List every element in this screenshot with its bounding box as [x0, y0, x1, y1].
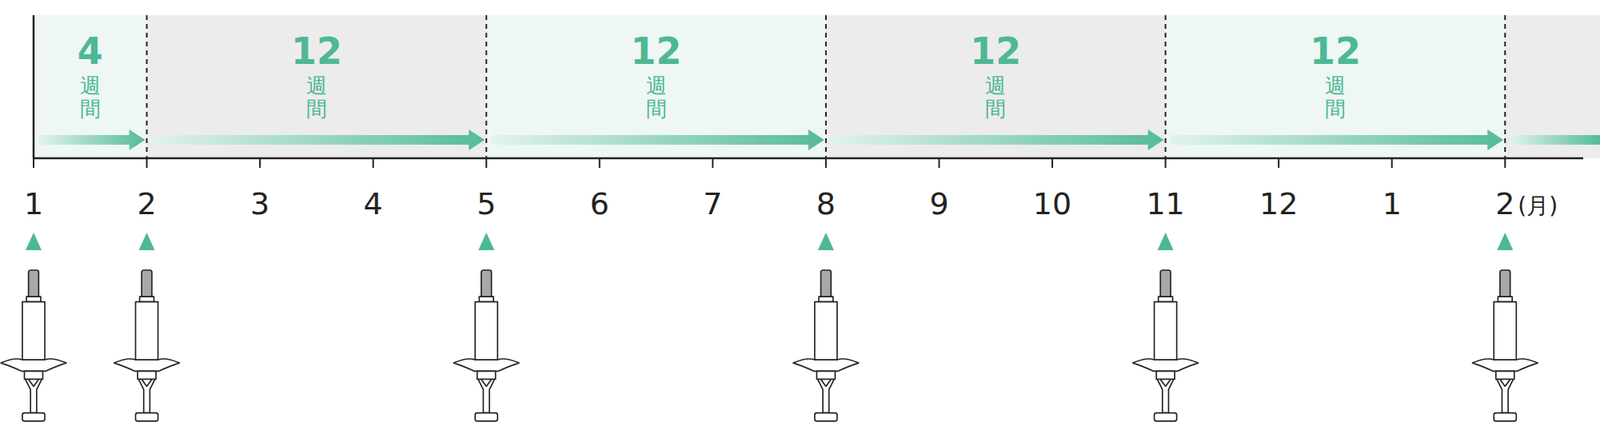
interval-arrow — [490, 129, 825, 151]
month-label: 2 — [136, 188, 156, 220]
separator-line — [146, 15, 148, 159]
axis-tick — [32, 158, 35, 168]
axis-tick — [1504, 158, 1506, 168]
interval-number: 4 — [77, 32, 104, 70]
interval-unit: 週間 — [306, 74, 328, 120]
axis-tick — [1165, 158, 1167, 168]
interval-arrow — [38, 129, 146, 151]
interval-band-label: 12 週間 — [1165, 15, 1506, 127]
interval-unit: 週間 — [1324, 74, 1346, 120]
interval-band — [33, 15, 148, 159]
time-axis — [32, 157, 1584, 160]
dose-marker — [25, 232, 42, 251]
month-label: 1 — [23, 188, 44, 220]
axis-tick — [1391, 158, 1393, 168]
month-label: 5 — [476, 188, 496, 220]
month-label: 12 — [1259, 188, 1298, 220]
axis-tick — [485, 158, 487, 168]
interval-unit: 週間 — [985, 74, 1006, 120]
month-label: 11 — [1145, 188, 1185, 220]
interval-band-label: 12 週間 — [825, 15, 1166, 127]
start-line — [32, 15, 36, 159]
interval-band — [825, 15, 1166, 159]
dose-marker — [1496, 232, 1513, 251]
interval-arrow — [1509, 135, 1600, 145]
axis-tick — [259, 158, 261, 168]
axis-tick — [1051, 158, 1054, 168]
interval-arrow — [151, 129, 486, 151]
interval-unit: 週間 — [79, 74, 101, 120]
month-label: 3 — [250, 188, 270, 220]
axis-tick — [711, 158, 714, 168]
syringe-icon — [1472, 270, 1538, 422]
dose-marker — [1157, 232, 1174, 251]
syringe-icon — [793, 270, 859, 422]
interval-arrow — [1170, 129, 1505, 151]
syringe-icon — [0, 270, 67, 422]
unit-label: (月) — [1517, 195, 1558, 218]
dose-marker — [139, 232, 156, 251]
axis-tick — [1277, 158, 1280, 168]
interval-number: 12 — [291, 32, 343, 70]
dose-marker — [817, 232, 834, 251]
separator-line — [485, 15, 487, 159]
interval-arrow — [830, 129, 1165, 151]
interval-number: 12 — [1309, 32, 1361, 70]
month-label: 8 — [816, 188, 836, 220]
dose-marker — [478, 232, 495, 251]
month-label: 6 — [590, 188, 610, 220]
axis-tick — [825, 158, 827, 168]
axis-tick — [937, 158, 940, 168]
interval-band-label: 12 週間 — [486, 15, 826, 127]
interval-band-label: 4 週間 — [33, 15, 148, 127]
month-label: 9 — [929, 188, 949, 220]
syringe-icon — [453, 270, 519, 422]
syringe-icon — [1133, 270, 1199, 422]
separator-line — [825, 15, 827, 159]
separator-line — [1165, 15, 1167, 159]
month-label: 1 — [1382, 188, 1402, 220]
interval-band — [486, 15, 826, 159]
interval-band — [1504, 15, 1600, 159]
interval-unit: 週間 — [646, 74, 667, 120]
interval-band — [147, 15, 487, 159]
interval-band-label: 12 週間 — [147, 15, 487, 127]
interval-band — [1165, 15, 1506, 159]
interval-number: 12 — [969, 32, 1022, 70]
month-label: 7 — [702, 188, 723, 220]
axis-tick — [598, 158, 601, 168]
interval-number: 12 — [630, 32, 683, 70]
month-label: 2 — [1495, 188, 1515, 220]
syringe-icon — [114, 270, 180, 422]
axis-tick — [372, 158, 375, 168]
separator-line — [1504, 15, 1506, 159]
month-label: 4 — [363, 188, 384, 220]
month-label: 10 — [1033, 188, 1072, 220]
axis-tick — [146, 158, 148, 168]
